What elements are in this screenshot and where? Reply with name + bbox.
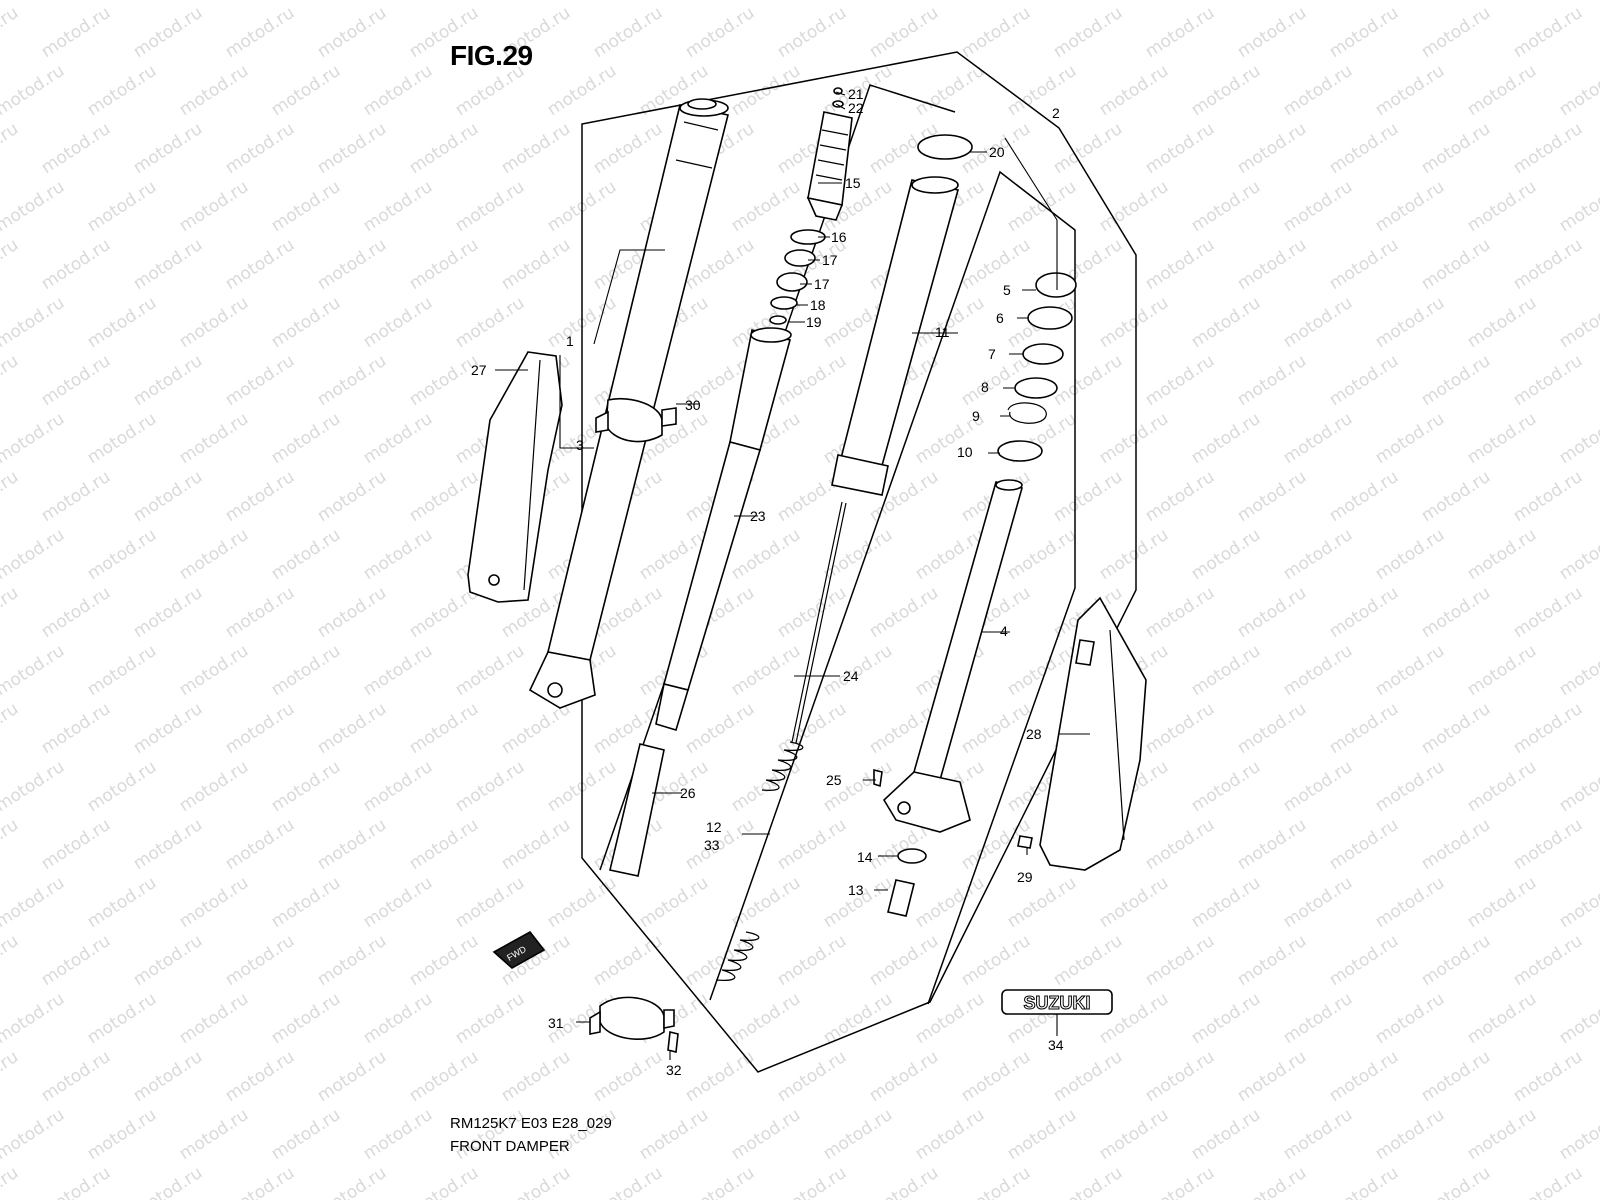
callout-20: 20 [989, 144, 1005, 160]
callout-7: 7 [988, 346, 996, 362]
suzuki-emblem-part: SUZUKI [1001, 989, 1113, 1015]
seal-7 [1022, 343, 1064, 365]
suzuki-emblem-text: SUZUKI [1024, 993, 1091, 1013]
seal-10 [997, 440, 1043, 462]
callout-2: 2 [1052, 105, 1060, 121]
callout-11: 11 [935, 324, 950, 340]
callout-17a: 17 [822, 252, 838, 268]
callout-6: 6 [996, 310, 1004, 326]
bolt-29 [1017, 835, 1033, 849]
callout-18: 18 [810, 297, 826, 313]
callout-13: 13 [848, 882, 864, 898]
callout-30: 30 [685, 397, 701, 413]
callout-19: 19 [806, 314, 822, 330]
callout-9: 9 [972, 408, 980, 424]
circlip-9 [1007, 402, 1047, 424]
callout-8: 8 [981, 379, 989, 395]
callout-1: 1 [566, 333, 574, 349]
bolt-32 [667, 1031, 679, 1053]
callout-23: 23 [750, 508, 766, 524]
seal-5 [1035, 272, 1077, 298]
callout-25: 25 [826, 772, 842, 788]
callout-31: 31 [548, 1015, 564, 1031]
callout-22: 22 [848, 100, 864, 116]
rod-part [791, 501, 847, 744]
callout-29: 29 [1017, 869, 1033, 885]
callout-14: 14 [857, 849, 873, 865]
callout-21: 21 [848, 86, 864, 102]
callout-28: 28 [1026, 726, 1042, 742]
o-ring-20 [917, 134, 973, 160]
callout-24: 24 [843, 668, 859, 684]
clamp-part [595, 397, 677, 443]
valve-13 [887, 879, 915, 917]
fork-guard-right-part [1039, 596, 1147, 871]
spring-lower-part [715, 931, 760, 981]
figure-code: RM125K7 E03 E28_029 [450, 1115, 612, 1132]
ring-18 [770, 296, 798, 310]
damper-top-assembly [806, 87, 853, 221]
callout-15: 15 [845, 175, 861, 191]
lower-clamp-part [589, 996, 675, 1040]
outer-bracket-line [709, 170, 1076, 1005]
callout-26: 26 [680, 785, 696, 801]
leader-lines [495, 91, 1090, 1060]
ring-19 [769, 315, 787, 325]
callout-34: 34 [1048, 1037, 1064, 1053]
damper-cartridge-part [655, 327, 792, 731]
fwd-direction-badge: FWD [492, 930, 546, 969]
figure-name: FRONT DAMPER [450, 1138, 570, 1155]
spring-upper-part [761, 741, 804, 791]
callout-32: 32 [666, 1062, 682, 1078]
callout-10: 10 [957, 444, 973, 460]
ring-14 [897, 848, 927, 864]
figure-title: FIG.29 [450, 40, 533, 71]
seal-6 [1027, 306, 1073, 330]
callout-17b: 17 [814, 276, 830, 292]
callout-3: 3 [576, 437, 584, 453]
callout-33: 33 [704, 837, 720, 853]
callout-27: 27 [471, 362, 487, 378]
callout-5: 5 [1003, 282, 1011, 298]
bolt-25 [873, 768, 883, 788]
seal-8 [1014, 377, 1058, 399]
callout-12: 12 [706, 819, 722, 835]
outer-tube-part [528, 98, 729, 709]
ring-17b [776, 272, 808, 292]
cartridge-tube-part [609, 743, 665, 877]
callout-4: 4 [1000, 623, 1008, 639]
fork-guard-left-part [467, 351, 563, 603]
inner-tube-part [831, 176, 959, 496]
lower-tube-part [882, 479, 1023, 833]
callout-16: 16 [831, 229, 847, 245]
ring-17a [784, 249, 816, 267]
